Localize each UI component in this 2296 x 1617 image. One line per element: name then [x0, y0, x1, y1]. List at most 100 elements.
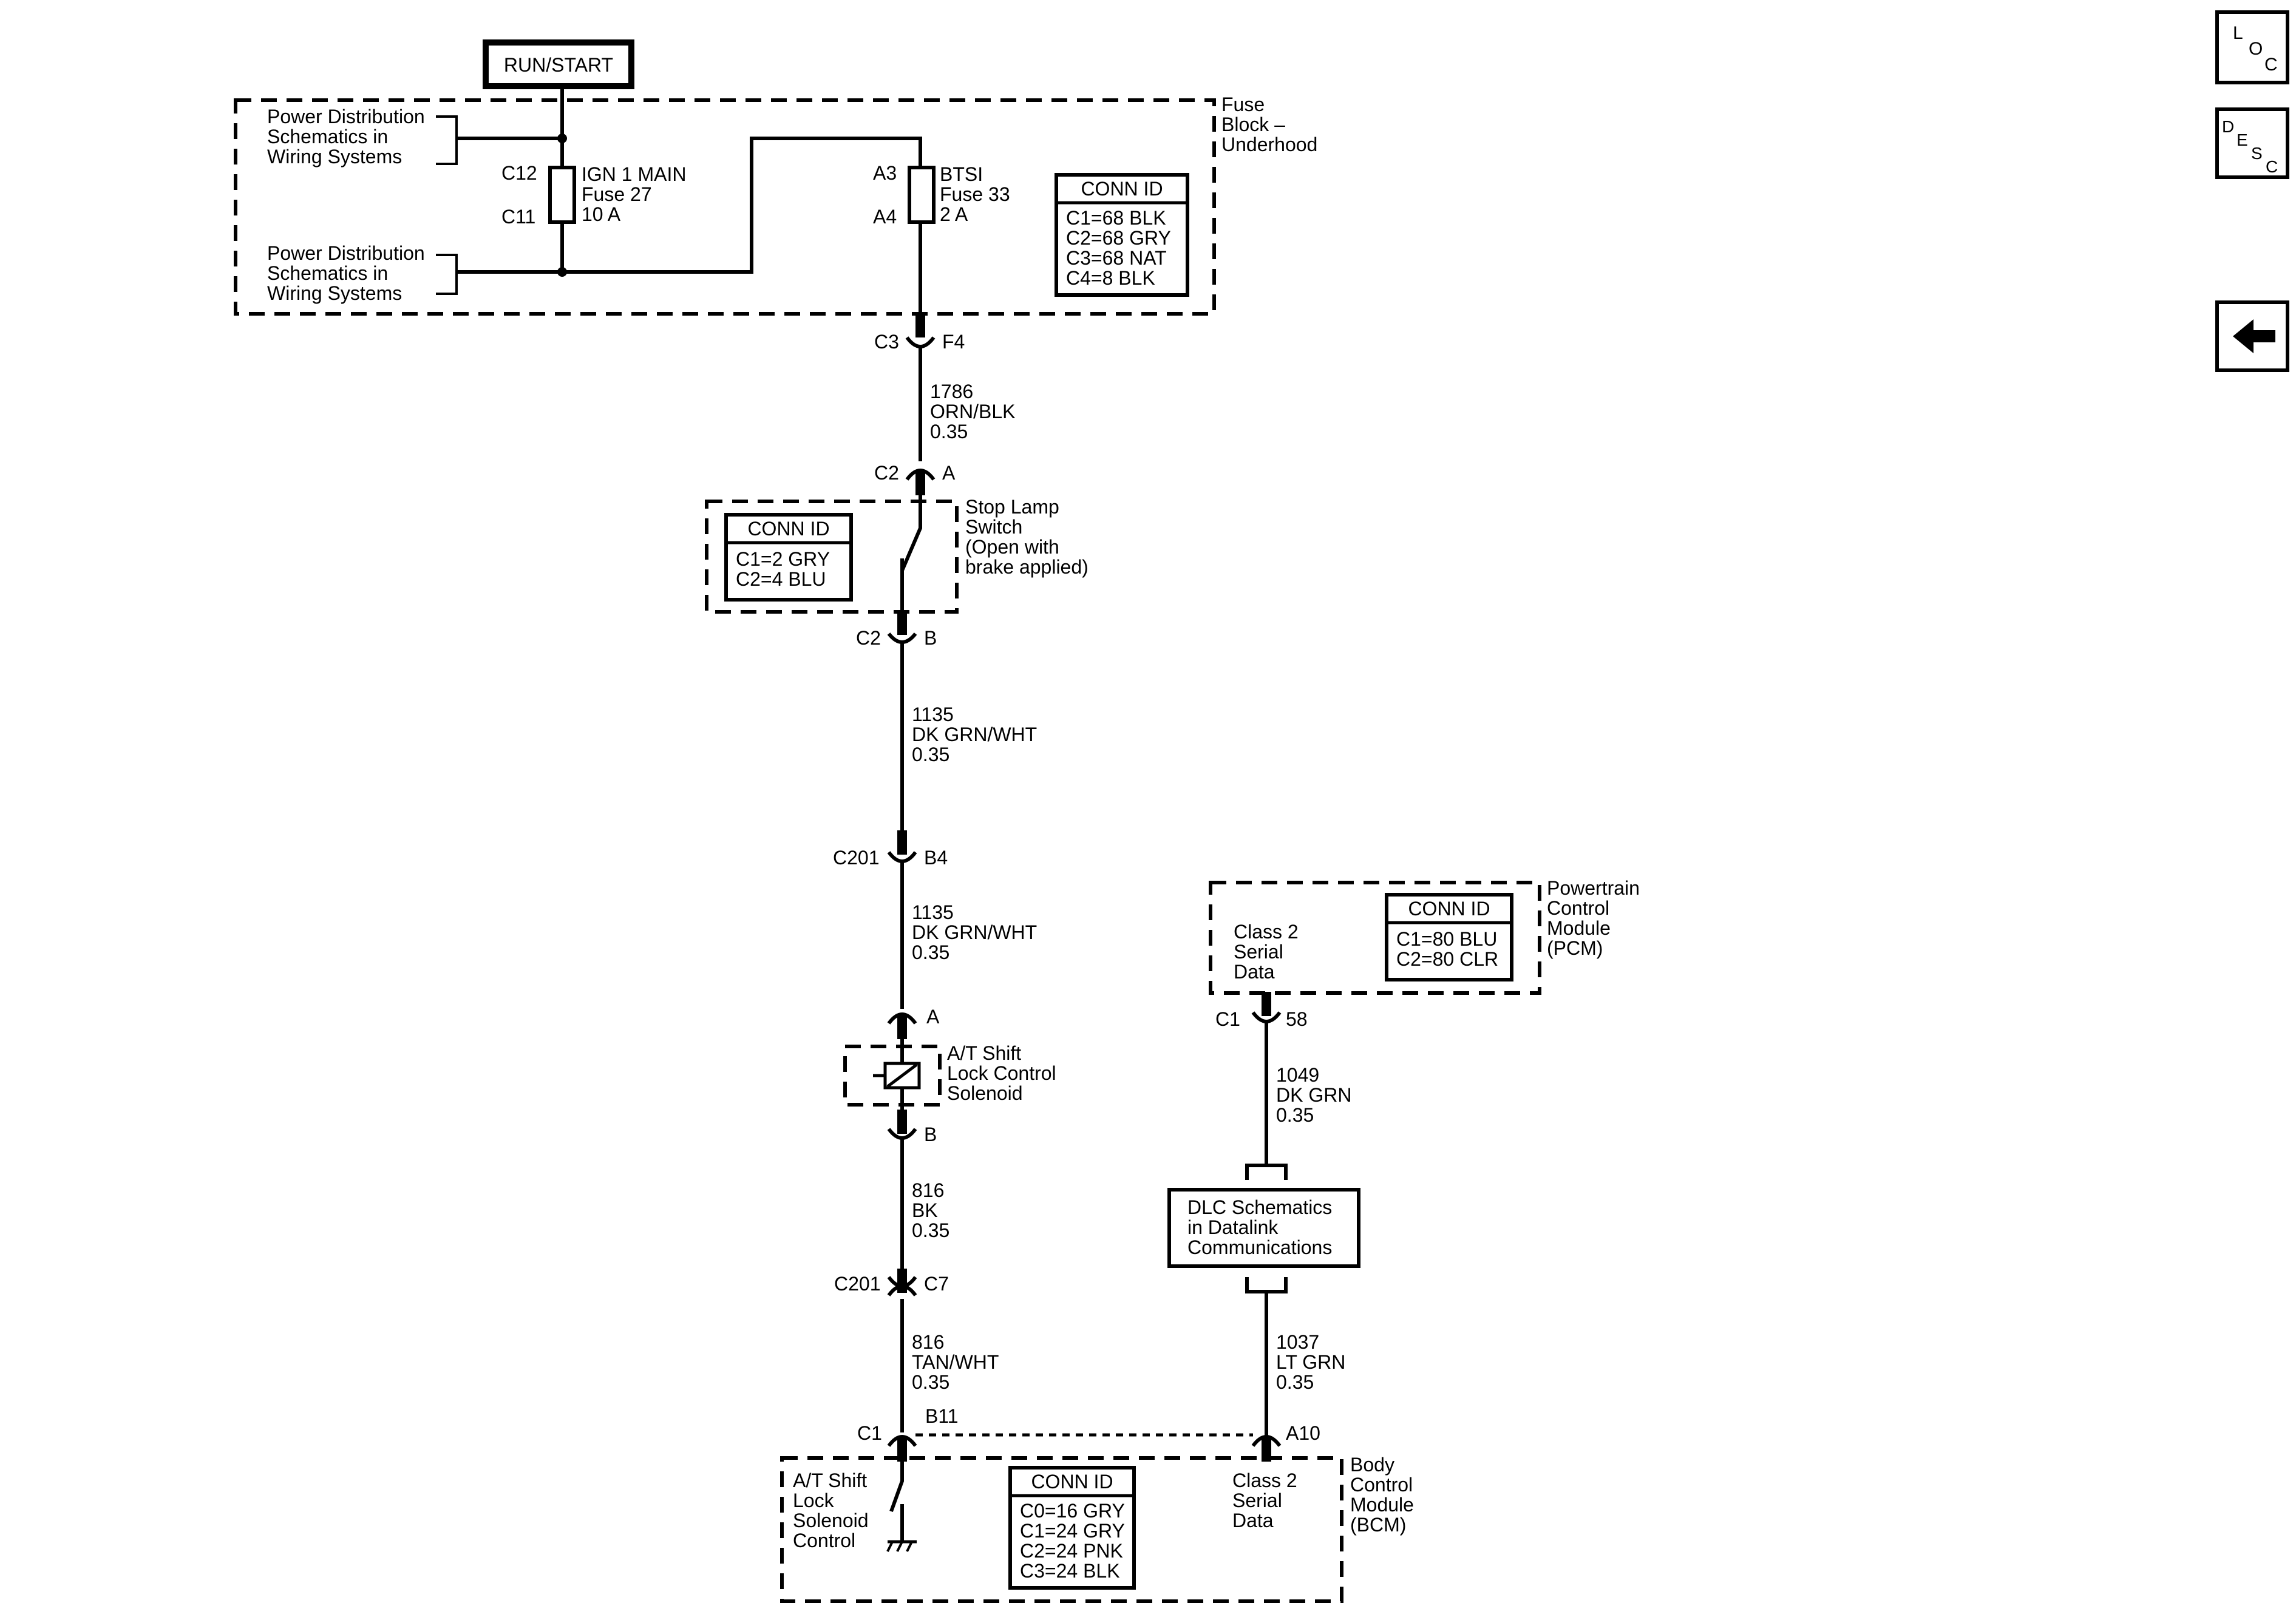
svg-text:DK GRN: DK GRN — [1276, 1084, 1351, 1106]
power-distribution-bottom-label: Power Distribution Schematics in Wiring … — [267, 242, 425, 304]
svg-text:C2=24 PNK: C2=24 PNK — [1020, 1540, 1123, 1562]
svg-text:Data: Data — [1232, 1510, 1274, 1531]
svg-text:Solenoid: Solenoid — [793, 1510, 869, 1531]
fuse-33-label: BTSI Fuse 33 2 A — [940, 163, 1010, 225]
pcm-outline — [1209, 881, 1541, 995]
svg-text:Control: Control — [1547, 897, 1609, 919]
svg-text:C3=68 NAT: C3=68 NAT — [1066, 247, 1167, 269]
wire-1049-label: 1049 DK GRN 0.35 — [1276, 1064, 1351, 1126]
svg-text:C201: C201 — [834, 1273, 881, 1295]
left-arrow-icon — [2233, 319, 2275, 353]
svg-text:A: A — [926, 1006, 940, 1028]
svg-text:C2: C2 — [856, 627, 881, 649]
pcm-conn-id: CONN ID C1=80 BLU C2=80 CLR — [1385, 893, 1513, 981]
bcm-serial-data-label: Class 2 Serial Data — [1232, 1470, 1297, 1531]
connector-stop-switch-b: C2 B — [856, 611, 937, 649]
svg-text:C3: C3 — [874, 331, 899, 353]
svg-text:B11: B11 — [925, 1405, 959, 1427]
connector-c201-b4: C201 B4 — [833, 830, 948, 869]
svg-text:Fuse 33: Fuse 33 — [940, 183, 1010, 205]
fuse-33-symbol — [908, 166, 936, 224]
svg-text:C1=2 GRY: C1=2 GRY — [736, 548, 830, 570]
svg-text:C2=80 CLR: C2=80 CLR — [1396, 948, 1498, 970]
svg-text:Wiring Systems: Wiring Systems — [267, 282, 402, 304]
svg-text:0.35: 0.35 — [912, 1219, 949, 1241]
svg-text:1049: 1049 — [1276, 1064, 1319, 1086]
svg-text:DLC Schematics: DLC Schematics — [1187, 1196, 1332, 1218]
svg-text:Control: Control — [1350, 1474, 1413, 1496]
stop-lamp-switch-outline — [705, 500, 959, 614]
stop-lamp-conn-id: CONN ID C1=2 GRY C2=4 BLU — [724, 513, 853, 602]
svg-text:Schematics in: Schematics in — [267, 262, 388, 284]
bcm-conn-id: CONN ID C0=16 GRY C1=24 GRY C2=24 PNK C3… — [1008, 1466, 1136, 1590]
solenoid-symbol — [873, 1062, 921, 1090]
bcm-outline — [780, 1456, 1343, 1603]
svg-text:Wiring Systems: Wiring Systems — [267, 146, 402, 168]
svg-text:(PCM): (PCM) — [1547, 937, 1603, 959]
dlc-bottom-connector — [1245, 1277, 1288, 1293]
dlc-box: DLC Schematics in Datalink Communication… — [1167, 1188, 1360, 1268]
wire-1135-upper-label: 1135 DK GRN/WHT 0.35 — [912, 703, 1037, 765]
run-start-label: RUN/START — [483, 39, 634, 89]
wire-816-bk-label: 816 BK 0.35 — [912, 1179, 949, 1241]
svg-text:A3: A3 — [873, 162, 897, 184]
svg-text:E: E — [2237, 131, 2248, 149]
connector-bcm-a10: A10 — [1251, 1422, 1320, 1462]
svg-text:Schematics in: Schematics in — [267, 126, 388, 147]
svg-text:C: C — [2264, 55, 2278, 75]
stop-lamp-switch-contact — [900, 495, 922, 572]
svg-text:Block –: Block – — [1221, 114, 1285, 135]
svg-text:C2=68 GRY: C2=68 GRY — [1066, 227, 1171, 249]
svg-text:Class 2: Class 2 — [1234, 921, 1299, 943]
loc-button[interactable]: L O C — [2215, 10, 2289, 84]
connector-solenoid-a: A — [887, 1006, 940, 1039]
connector-bcm-c1-b11: C1 B11 — [857, 1405, 959, 1462]
svg-text:CONN ID: CONN ID — [1031, 1471, 1113, 1493]
svg-text:Power Distribution: Power Distribution — [267, 242, 425, 264]
svg-text:Switch: Switch — [965, 516, 1022, 538]
svg-text:LT GRN: LT GRN — [1276, 1351, 1345, 1373]
connector-solenoid-b: B — [887, 1110, 937, 1145]
svg-text:Underhood: Underhood — [1221, 134, 1317, 155]
svg-text:C2: C2 — [874, 462, 899, 484]
svg-text:C1=24 GRY: C1=24 GRY — [1020, 1520, 1125, 1542]
svg-text:1037: 1037 — [1276, 1331, 1319, 1353]
svg-text:Power Distribution: Power Distribution — [267, 106, 425, 127]
svg-text:1786: 1786 — [930, 381, 973, 402]
svg-text:816: 816 — [912, 1179, 944, 1201]
svg-text:Fuse 27: Fuse 27 — [582, 183, 652, 205]
svg-text:CONN ID: CONN ID — [1081, 178, 1163, 200]
wire-1135-lower-label: 1135 DK GRN/WHT 0.35 — [912, 901, 1037, 963]
svg-text:in Datalink: in Datalink — [1187, 1216, 1279, 1238]
svg-text:0.35: 0.35 — [912, 941, 949, 963]
svg-text:0.35: 0.35 — [912, 744, 949, 765]
pcm-serial-data-label: Class 2 Serial Data — [1234, 921, 1299, 983]
svg-text:816: 816 — [912, 1331, 944, 1353]
svg-text:0.35: 0.35 — [1276, 1104, 1314, 1126]
bcm-shift-lock-label: A/T Shift Lock Solenoid Control — [793, 1470, 869, 1551]
svg-text:Lock: Lock — [793, 1490, 835, 1511]
power-distribution-top-label: Power Distribution Schematics in Wiring … — [267, 106, 425, 168]
svg-text:C0=16 GRY: C0=16 GRY — [1020, 1500, 1125, 1522]
svg-text:C1: C1 — [857, 1422, 882, 1444]
svg-text:C4=8 BLK: C4=8 BLK — [1066, 267, 1155, 289]
svg-text:Module: Module — [1547, 917, 1611, 939]
fuse-block-title: Fuse Block – Underhood — [1221, 93, 1317, 155]
svg-text:C12: C12 — [501, 162, 537, 184]
svg-text:C1: C1 — [1215, 1008, 1240, 1030]
svg-text:Control: Control — [793, 1530, 855, 1551]
svg-text:Stop Lamp: Stop Lamp — [965, 496, 1059, 518]
svg-text:BTSI: BTSI — [940, 163, 983, 185]
svg-text:58: 58 — [1286, 1008, 1308, 1030]
svg-text:A10: A10 — [1286, 1422, 1320, 1444]
wire-1786-label: 1786 ORN/BLK 0.35 — [930, 381, 1015, 442]
svg-text:A4: A4 — [873, 206, 897, 228]
svg-text:C11: C11 — [501, 206, 535, 228]
svg-text:TAN/WHT: TAN/WHT — [912, 1351, 999, 1373]
svg-text:B: B — [924, 627, 937, 649]
desc-button[interactable]: D E S C — [2215, 107, 2289, 179]
svg-text:Class 2: Class 2 — [1232, 1470, 1297, 1491]
connector-c201-c7: C201 C7 — [834, 1269, 949, 1297]
back-button[interactable] — [2215, 300, 2289, 372]
